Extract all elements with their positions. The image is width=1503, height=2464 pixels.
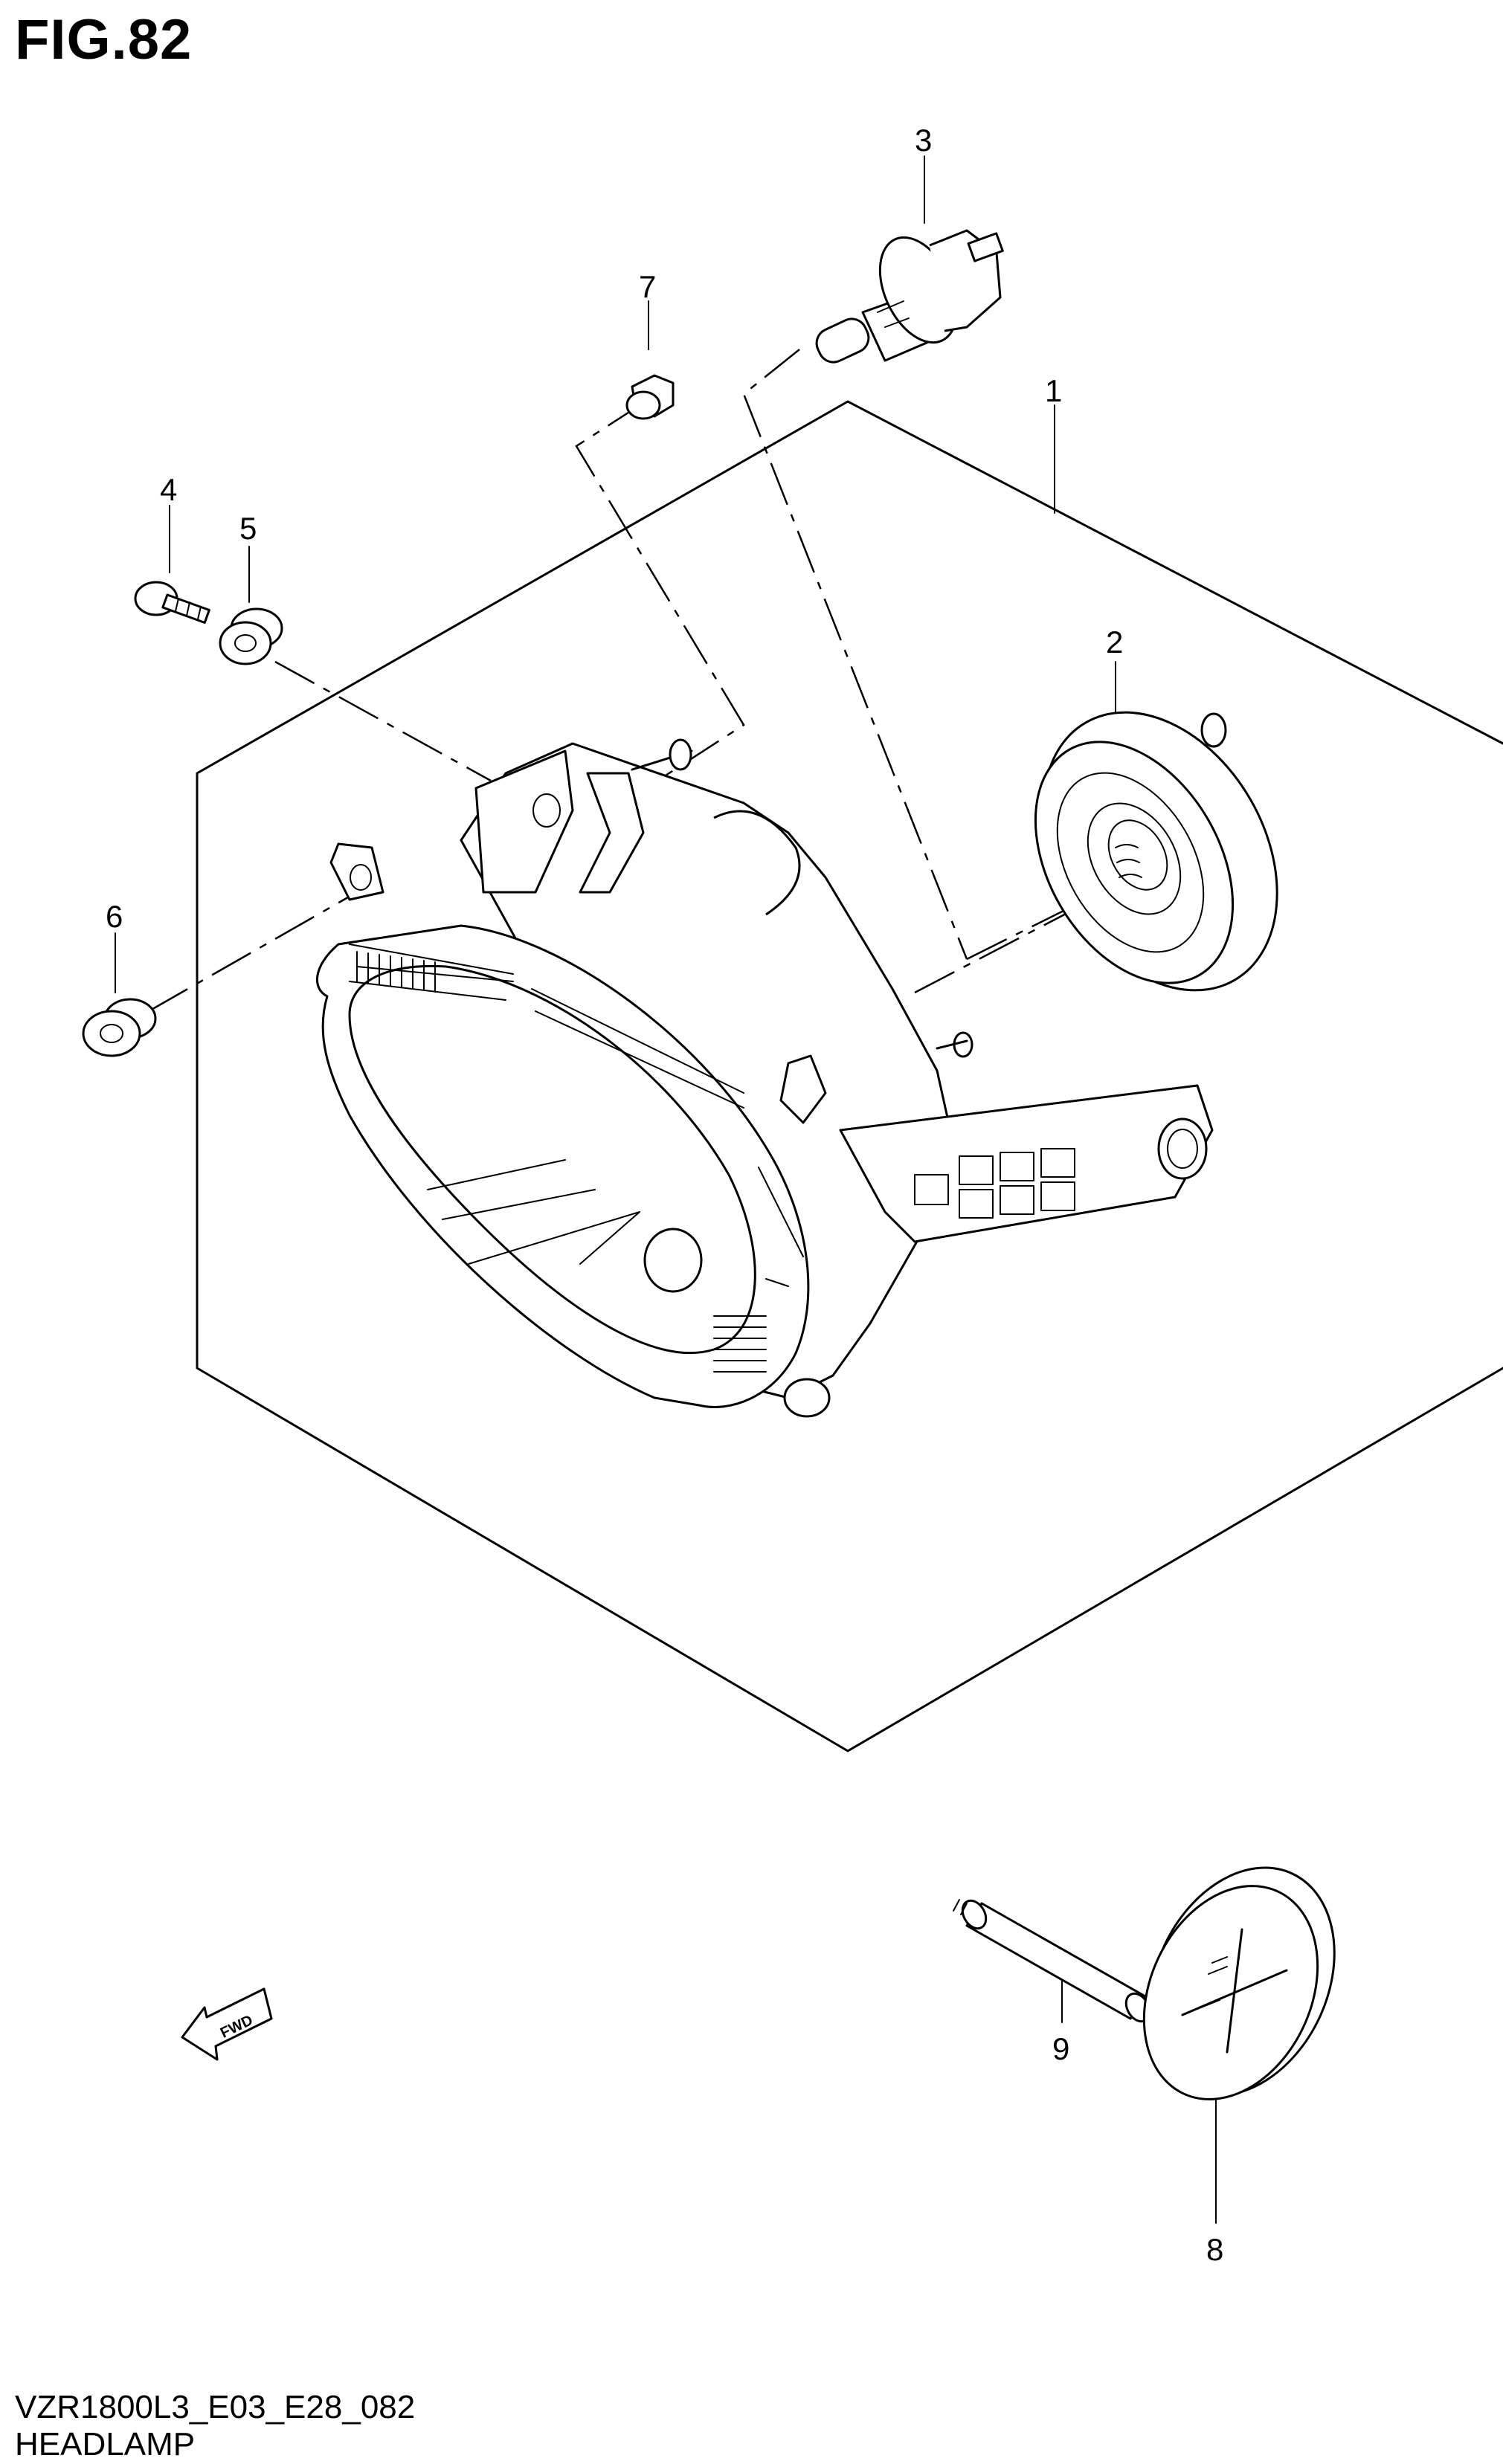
nut-part	[625, 374, 675, 420]
callout-5: 5	[239, 511, 257, 546]
callout-4: 4	[160, 472, 177, 507]
callout-9: 9	[1052, 2031, 1069, 2066]
callout-7: 7	[639, 269, 656, 304]
model-code: VZR1800L3_E03_E28_082	[15, 2389, 416, 2425]
grommet-lower-part	[82, 998, 157, 1057]
bulb-part	[815, 229, 1004, 364]
figure-title: FIG.82	[15, 8, 193, 71]
group-name: HEADLAMP	[15, 2426, 196, 2463]
screw-part	[134, 581, 210, 624]
callout-3: 3	[915, 123, 932, 158]
grommet-upper-part	[219, 607, 283, 665]
callout-6: 6	[106, 899, 123, 934]
socket-cover-part	[1034, 711, 1278, 992]
callout-8: 8	[1206, 2232, 1223, 2267]
callout-2: 2	[1106, 625, 1123, 659]
headlamp-assembly-part	[316, 738, 1214, 1418]
callout-1: 1	[1045, 373, 1062, 408]
cap-part	[1142, 1866, 1336, 2100]
callout-labels: 1 2 3 4 5 6 7 8 9	[106, 123, 1223, 2267]
assembly-boundary	[196, 400, 1503, 1752]
forward-arrow-icon: FWD	[181, 1987, 273, 2061]
spacer-part	[953, 1899, 1151, 2023]
